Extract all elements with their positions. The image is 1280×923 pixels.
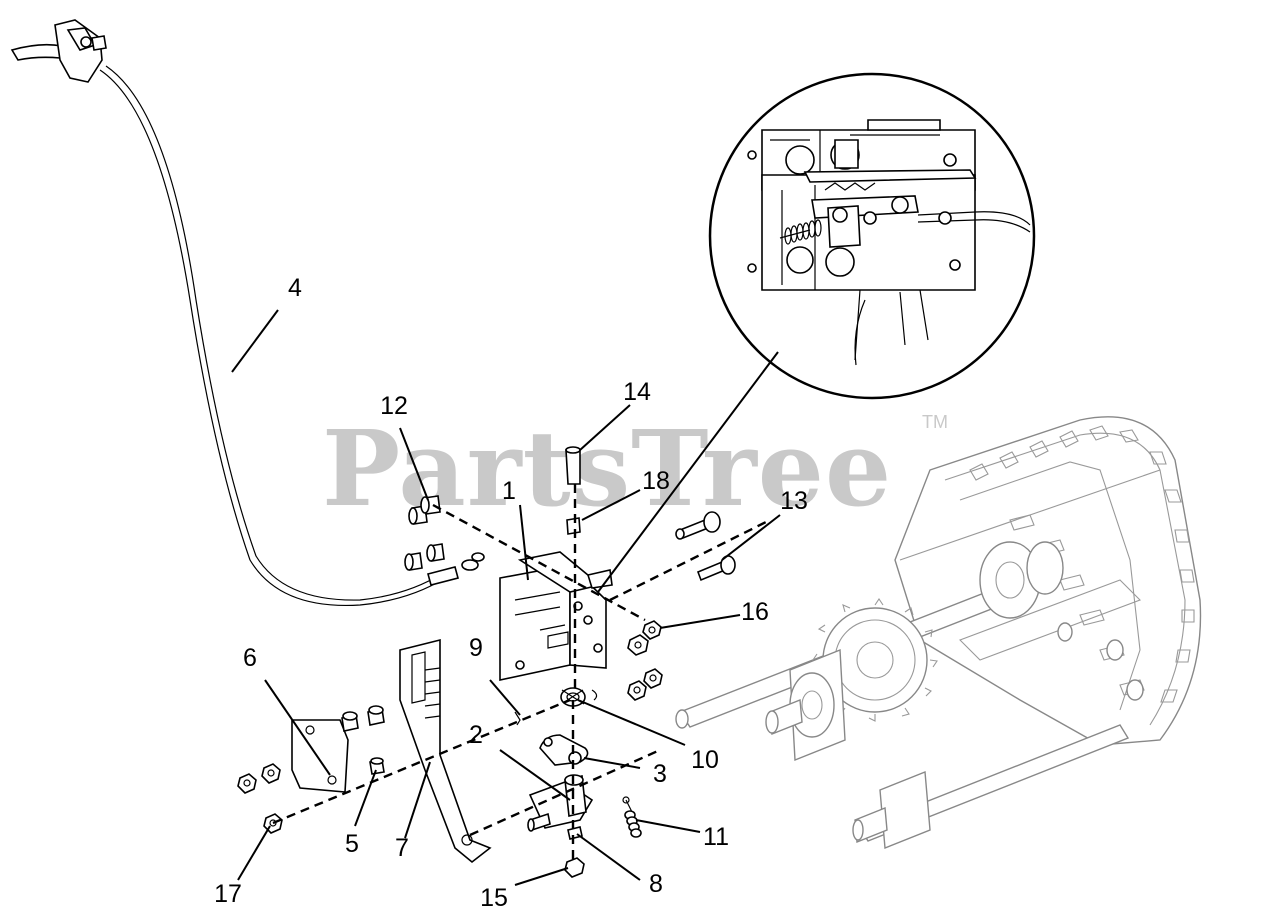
callout-6: 6 — [243, 644, 257, 672]
callout-4: 4 — [288, 274, 302, 302]
shoulder-bolts — [675, 511, 736, 582]
leader-lines — [231, 309, 781, 886]
callout-2: 2 — [469, 721, 483, 749]
callout-13: 13 — [780, 487, 808, 515]
callout-9: 9 — [469, 634, 483, 662]
callout-3: 3 — [653, 760, 667, 788]
callout-15: 15 — [480, 884, 508, 912]
control-cable — [10, 19, 485, 607]
mounting-plate — [291, 705, 385, 793]
callout-labels: 1 2 3 4 5 6 7 8 9 10 11 12 13 14 15 16 1… — [214, 274, 808, 912]
callout-10: 10 — [691, 746, 719, 774]
return-spring — [622, 796, 642, 838]
callout-11: 11 — [703, 823, 729, 851]
watermark-trademark: TM — [922, 412, 948, 432]
callout-8: 8 — [649, 870, 663, 898]
callout-17: 17 — [214, 880, 242, 908]
callout-1: 1 — [502, 477, 516, 505]
pin-and-nut — [565, 446, 581, 535]
callout-18: 18 — [642, 467, 670, 495]
assembly-lines — [272, 484, 771, 865]
pivot-mount — [527, 774, 594, 878]
carriage-bolts — [404, 495, 445, 571]
lever-plate — [539, 734, 589, 766]
locknuts — [627, 620, 663, 701]
callout-7: 7 — [395, 834, 409, 862]
callout-14: 14 — [623, 378, 651, 406]
callout-12: 12 — [380, 392, 408, 420]
quadrant-plate — [399, 638, 492, 864]
callout-16: 16 — [741, 598, 769, 626]
inset-detail-view — [708, 72, 1036, 400]
callout-5: 5 — [345, 830, 359, 858]
track-axle-assembly — [675, 416, 1202, 850]
